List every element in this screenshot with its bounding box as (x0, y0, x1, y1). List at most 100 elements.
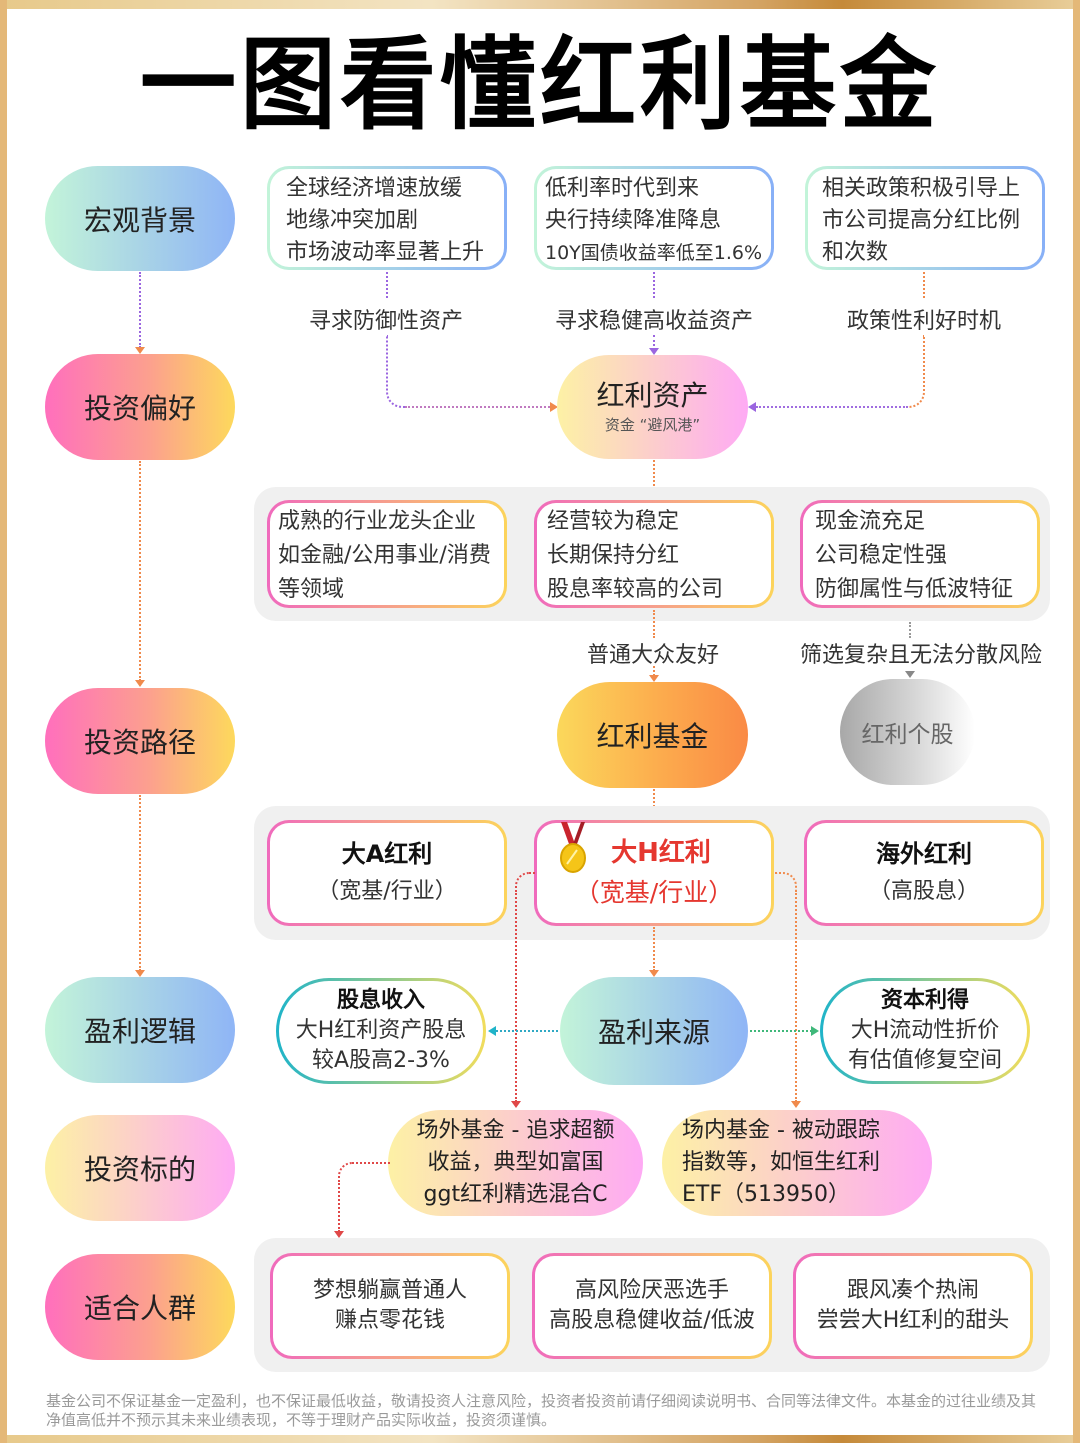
connector-line (750, 1030, 812, 1032)
arrow-down-icon (135, 970, 145, 977)
label-policy-timing: 政策性利好时机 (846, 309, 1001, 334)
profit-capital-gains: 资本利得 大H流动性折价 有估值修复空间 (820, 978, 1030, 1084)
audience-risk-averse: 高风险厌恶选手 高股息稳健收益/低波 (532, 1253, 772, 1359)
connector-line (909, 622, 911, 638)
box-text: 股息率较高的公司 (547, 577, 724, 602)
stage-label: 盈利逻辑 (83, 1015, 196, 1048)
medal-icon (560, 822, 586, 873)
box-text: 防御属性与低波特征 (815, 577, 1014, 602)
connector-line (653, 789, 655, 819)
connector-line (386, 335, 406, 408)
arrow-down-icon (511, 1101, 521, 1108)
audience-text: 尝尝大H红利的甜头 (816, 1308, 1010, 1333)
connector-line (653, 666, 655, 676)
arrow-down-icon (334, 1231, 344, 1238)
connector-line (923, 272, 925, 298)
connector-line (139, 461, 141, 681)
connector-line (756, 406, 908, 408)
target-text: ETF（513950） (682, 1182, 850, 1207)
stage-investment-path: 投资路径 (45, 688, 235, 794)
arrow-down-icon (135, 680, 145, 687)
arrow-down-icon (649, 675, 659, 682)
profit-text: 大H流动性折价 (850, 1018, 1000, 1043)
node-profit-source: 盈利来源 (560, 977, 748, 1085)
gold-frame-bottom (0, 1435, 1080, 1443)
connector-line (338, 1180, 340, 1232)
label-stable-high-yield: 寻求稳健高收益资产 (554, 309, 753, 334)
arrow-down-icon (135, 347, 145, 354)
macro-box-policy: 相关政策积极引导上 市公司提高分红比例 和次数 (805, 166, 1045, 270)
connector-line (775, 872, 797, 892)
audience-casual-investor: 梦想躺赢普通人 赚点零花钱 (270, 1253, 510, 1359)
node-dividend-stock: 红利个股 (840, 679, 975, 785)
box-text: 10Y国债收益率低至1.6% (545, 242, 763, 264)
box-text: 市场波动率显著上升 (286, 240, 485, 265)
fund-type-sub: （宽基/行业） (574, 878, 734, 907)
connector-line (653, 335, 655, 350)
trait-box-cash-flow: 现金流充足 公司稳定性强 防御属性与低波特征 (800, 500, 1040, 608)
arrow-right-icon (550, 402, 558, 412)
box-text: 央行持续降准降息 (545, 208, 722, 233)
box-text: 地缘冲突加剧 (286, 208, 419, 233)
stage-label: 投资标的 (83, 1153, 196, 1186)
arrow-down-icon (649, 970, 659, 977)
box-text: 相关政策积极引导上 (822, 176, 1021, 201)
fund-type-sub: （高股息） (868, 879, 979, 904)
box-text: 长期保持分红 (547, 543, 680, 568)
target-text: 场外基金 - 追求超额 (416, 1118, 615, 1143)
arrow-left-icon (488, 1026, 496, 1036)
target-otc-fund: 场外基金 - 追求超额 收益，典型如富国 ggt红利精选混合C (388, 1110, 643, 1216)
arrow-right-icon (811, 1026, 819, 1036)
connector-line (906, 335, 925, 408)
stage-label: 适合人群 (83, 1292, 196, 1325)
fund-type-title: 大A红利 (341, 840, 433, 868)
macro-box-economy: 全球经济增速放缓 地缘冲突加剧 市场波动率显著上升 (267, 166, 507, 270)
audience-trend-follower: 跟风凑个热闹 尝尝大H红利的甜头 (793, 1253, 1033, 1359)
node-title: 红利基金 (596, 720, 709, 753)
target-text: ggt红利精选混合C (423, 1182, 608, 1207)
audience-text: 高股息稳健收益/低波 (549, 1308, 755, 1333)
profit-text: 较A股高2-3% (312, 1048, 450, 1073)
trait-box-stable-operations: 经营较为稳定 长期保持分红 股息率较高的公司 (534, 500, 774, 608)
profit-title: 股息收入 (336, 988, 425, 1013)
audience-text: 高风险厌恶选手 (574, 1278, 729, 1303)
box-text: 公司稳定性强 (815, 543, 948, 568)
node-dividend-fund: 红利基金 (557, 682, 748, 788)
target-etf-fund: 场内基金 - 被动跟踪 指数等，如恒生红利 ETF（513950） (662, 1110, 932, 1216)
box-text: 现金流充足 (815, 509, 926, 534)
box-text: 低利率时代到来 (545, 176, 700, 201)
node-title: 红利资产 (596, 379, 709, 412)
macro-box-interest-rate: 低利率时代到来 央行持续降准降息 10Y国债收益率低至1.6% (534, 166, 774, 270)
connector-line (653, 272, 655, 298)
box-text: 经营较为稳定 (547, 509, 680, 534)
target-text: 收益，典型如富国 (427, 1150, 604, 1175)
legal-disclaimer: 基金公司不保证基金一定盈利，也不保证最低收益，敬请投资人注意风险，投资者投资前请… (46, 1392, 1037, 1429)
arrow-down-icon (905, 671, 915, 678)
gold-frame-left (0, 0, 7, 1443)
node-title: 盈利来源 (597, 1016, 710, 1049)
fund-type-overseas: 海外红利 （高股息） (804, 820, 1044, 926)
stage-label: 投资路径 (83, 726, 196, 759)
fund-type-title: 大H红利 (611, 838, 711, 868)
connector-line (653, 927, 655, 971)
label-defensive-asset: 寻求防御性资产 (308, 309, 463, 334)
connector-line (139, 795, 141, 971)
stage-investment-target: 投资标的 (45, 1115, 235, 1221)
box-text: 如金融/公用事业/消费 (278, 543, 491, 568)
gold-frame-right (1073, 0, 1080, 1443)
node-subtitle: 资金 “避风港” (604, 416, 701, 434)
connector-line (496, 1030, 558, 1032)
connector-line (386, 272, 388, 298)
target-text: 指数等，如恒生红利 (682, 1150, 881, 1175)
audience-text: 跟风凑个热闹 (846, 1278, 979, 1303)
arrow-down-icon (791, 1101, 801, 1108)
connector-line (653, 610, 655, 638)
gold-frame-top (0, 0, 1080, 9)
audience-text: 梦想躺赢普通人 (312, 1278, 467, 1303)
label-stock-risk: 筛选复杂且无法分散风险 (799, 643, 1042, 668)
profit-text: 有估值修复空间 (847, 1048, 1002, 1073)
trait-box-industry-leaders: 成熟的行业龙头企业 如金融/公用事业/消费 等领域 (267, 500, 507, 608)
stage-target-audience: 适合人群 (45, 1254, 235, 1360)
box-text: 成熟的行业龙头企业 (278, 509, 477, 534)
node-title: 红利个股 (861, 722, 954, 748)
